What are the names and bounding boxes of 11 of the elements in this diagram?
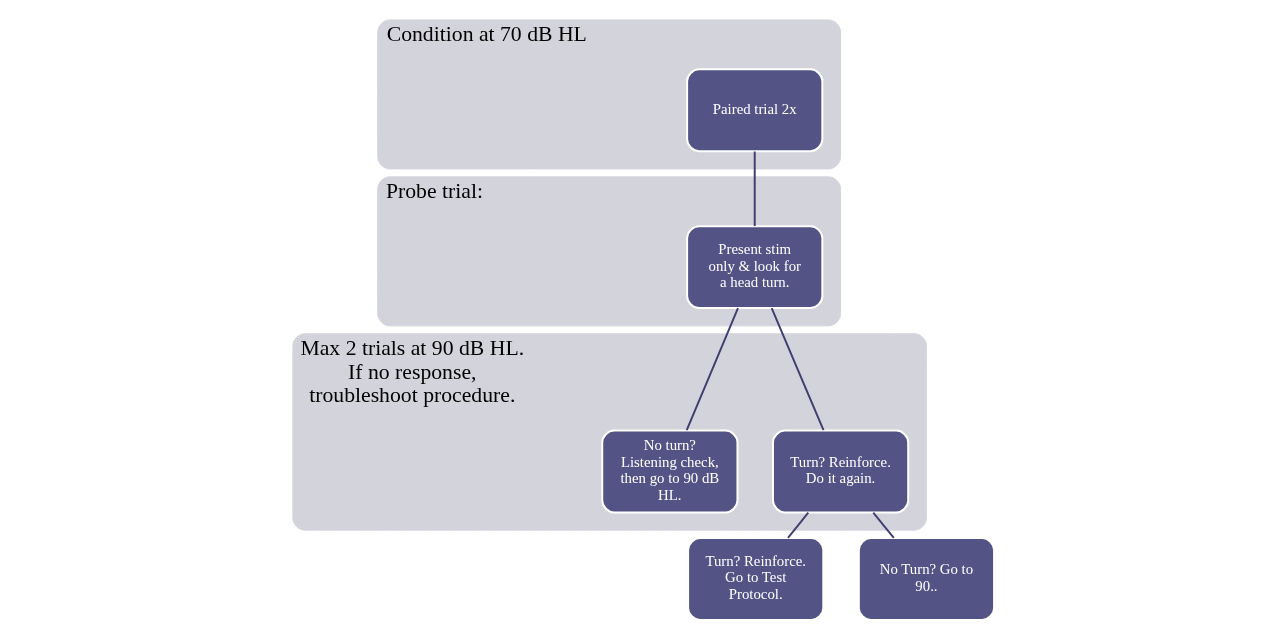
connector (871, 511, 895, 539)
node-box: No turn? Listening check, then go to 90 dB HL. (600, 429, 738, 514)
node-box: Turn? Reinforce. Do it again. (771, 429, 909, 514)
connector (685, 307, 739, 432)
node-box: Turn? Reinforce. Go to Test Protocol. (686, 537, 824, 621)
node-box: Paired trial 2x (685, 68, 823, 153)
node-box: No Turn? Go to 90.. (857, 537, 995, 621)
connector (786, 511, 809, 539)
node-box: Present stim only & look for a head turn. (685, 225, 823, 310)
connector (770, 307, 824, 432)
connector (753, 150, 756, 228)
